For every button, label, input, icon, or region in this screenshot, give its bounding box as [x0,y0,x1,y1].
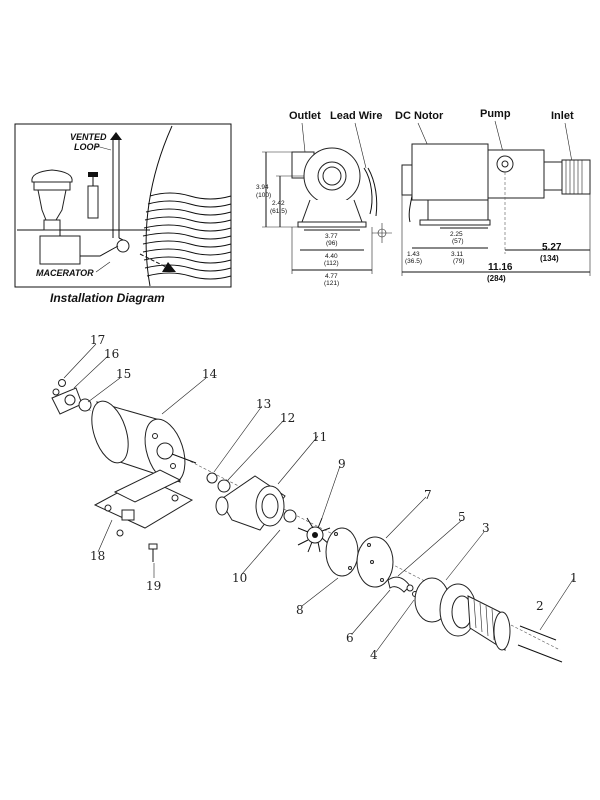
vented-loop-label-1: VENTED [70,132,107,142]
outlet-label: Outlet [289,110,321,122]
dim-477: 4.77 [325,273,338,280]
callout-14: 14 [202,367,218,381]
macerator-icon [39,235,81,265]
part-13-washer [206,472,218,484]
dim-527-mm: (134) [540,254,559,263]
dim-225-mm: (57) [452,238,464,245]
callout-9: 9 [338,457,346,471]
callout-4: 4 [370,648,378,662]
installation-diagram: VENTED LOOP MACERATOR Installation Diagr… [14,123,232,305]
callout-19: 19 [146,579,161,593]
pump-side-view [401,143,591,226]
callout-3: 3 [482,521,490,535]
part-11-pump-housing [215,475,286,531]
part-10-seal-ring [283,509,297,523]
dim-377: 3.77 [325,233,338,240]
macerator-label: MACERATOR [36,268,94,278]
callout-13: 13 [256,397,271,411]
inlet-label: Inlet [551,110,574,122]
part-2-inlet-cover [439,583,511,651]
part-12-seal [217,479,231,493]
callout-6: 6 [346,631,354,645]
exploded-parts-view: 1 2 3 4 5 6 7 8 9 10 11 12 13 14 15 16 1… [51,333,578,663]
water-waves [142,192,232,280]
part-18-mounting-base [93,469,194,537]
part-9-impeller [297,517,331,553]
callout-18: 18 [90,549,105,563]
part-7-wear-plate [356,536,394,588]
dim-242-mm: (61.5) [270,208,287,215]
callout-5: 5 [458,510,466,524]
part-6-cam [387,576,411,593]
callout-17: 17 [90,333,105,347]
callout-leaders [63,343,575,653]
part-14-motor [91,400,197,484]
installation-frame [14,123,232,288]
callout-8: 8 [296,603,304,617]
dim-143: 1.43 [407,251,420,258]
part-1-screws [517,625,563,663]
dim-394-mm: (100) [256,192,271,199]
dim-377-mm: (96) [326,240,338,247]
pump-end-view [291,147,378,228]
dimension-drawing: Outlet Lead Wire DC Notor Pump Inlet [256,108,591,287]
part-8-gasket [325,527,359,577]
dim-440: 4.40 [325,253,338,260]
callout-2: 2 [536,599,544,613]
dim-440-mm: (112) [324,260,339,267]
discharge-arrow [139,253,169,269]
callout-16: 16 [104,347,119,361]
part-5-screw [406,584,414,592]
toilet-icon [31,169,73,231]
callout-12: 12 [280,411,295,425]
dim-225: 2.25 [450,231,463,238]
dim-477-mm: (121) [324,280,339,287]
dim-311: 3.11 [451,251,464,258]
dim-1116: 11.16 [488,262,513,273]
callout-15: 15 [116,367,131,381]
dc-motor-label: DC Notor [395,110,444,122]
dim-394: 3.94 [256,184,269,191]
dim-311-mm: (79) [453,258,465,265]
installation-caption: Installation Diagram [50,291,165,305]
callout-7: 7 [424,488,432,502]
dim-242: 2.42 [272,200,285,207]
vented-loop-pipe [110,132,130,253]
callout-11: 11 [312,430,327,444]
center-crosshair [372,223,392,243]
dim-143-mm: (36.5) [405,258,422,265]
hand-pump-icon [87,172,99,219]
hull-line [145,125,173,287]
part-19-screw [148,543,158,562]
part-17-nut [52,379,66,396]
callout-1: 1 [570,571,578,585]
lead-wire-label: Lead Wire [330,110,382,122]
callout-10: 10 [232,571,247,585]
dim-527: 5.27 [542,242,562,253]
dim-1116-mm: (284) [487,274,506,283]
vented-loop-label-2: LOOP [74,142,100,152]
pump-label: Pump [480,108,511,120]
